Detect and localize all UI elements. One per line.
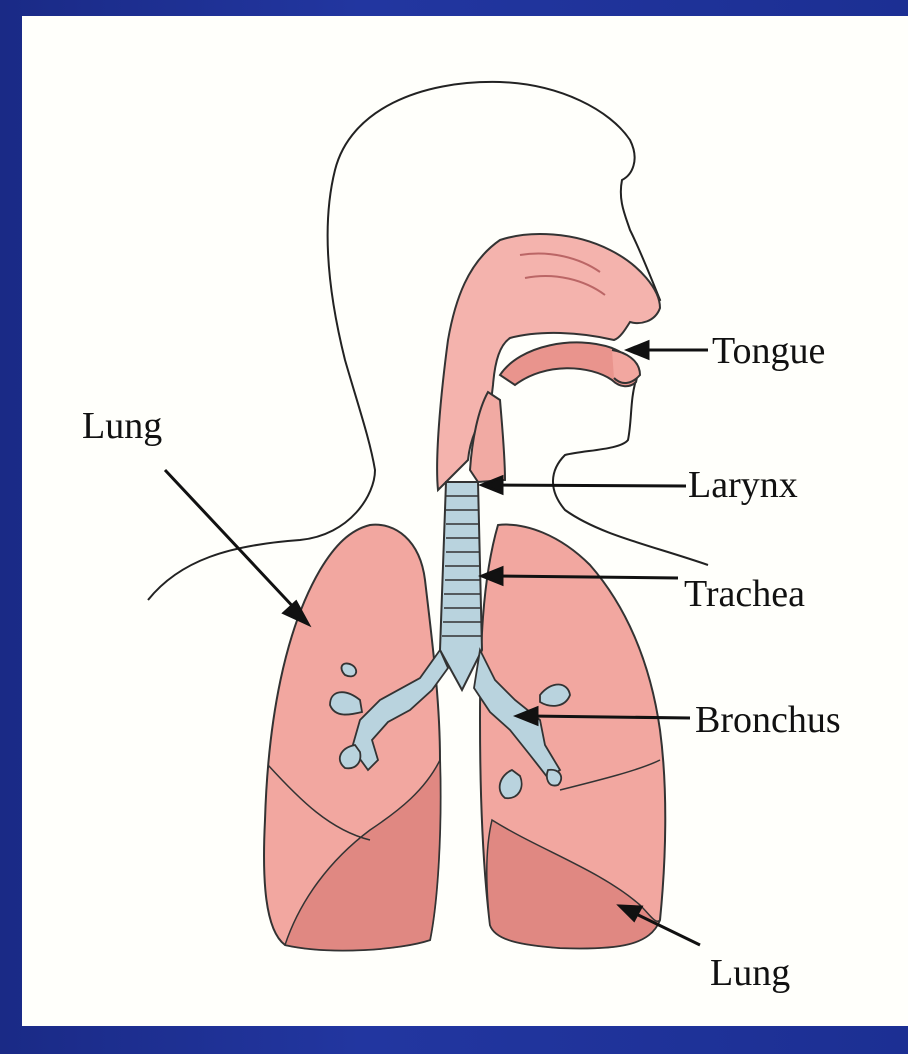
trachea-shape (440, 482, 482, 690)
larynx-pointer (495, 485, 686, 486)
bronchus-label: Bronchus (695, 699, 841, 741)
lips (612, 350, 640, 383)
lung-bottom-label: Lung (710, 952, 790, 994)
bronchus-pointer (530, 716, 690, 718)
lung-left-pointer (165, 470, 298, 612)
larynx-label: Larynx (688, 464, 798, 506)
trachea-label: Trachea (684, 573, 805, 615)
tongue-label: Tongue (712, 330, 825, 372)
trachea-pointer (495, 576, 678, 578)
body-outline (148, 82, 708, 600)
lung-left-label: Lung (82, 405, 162, 447)
